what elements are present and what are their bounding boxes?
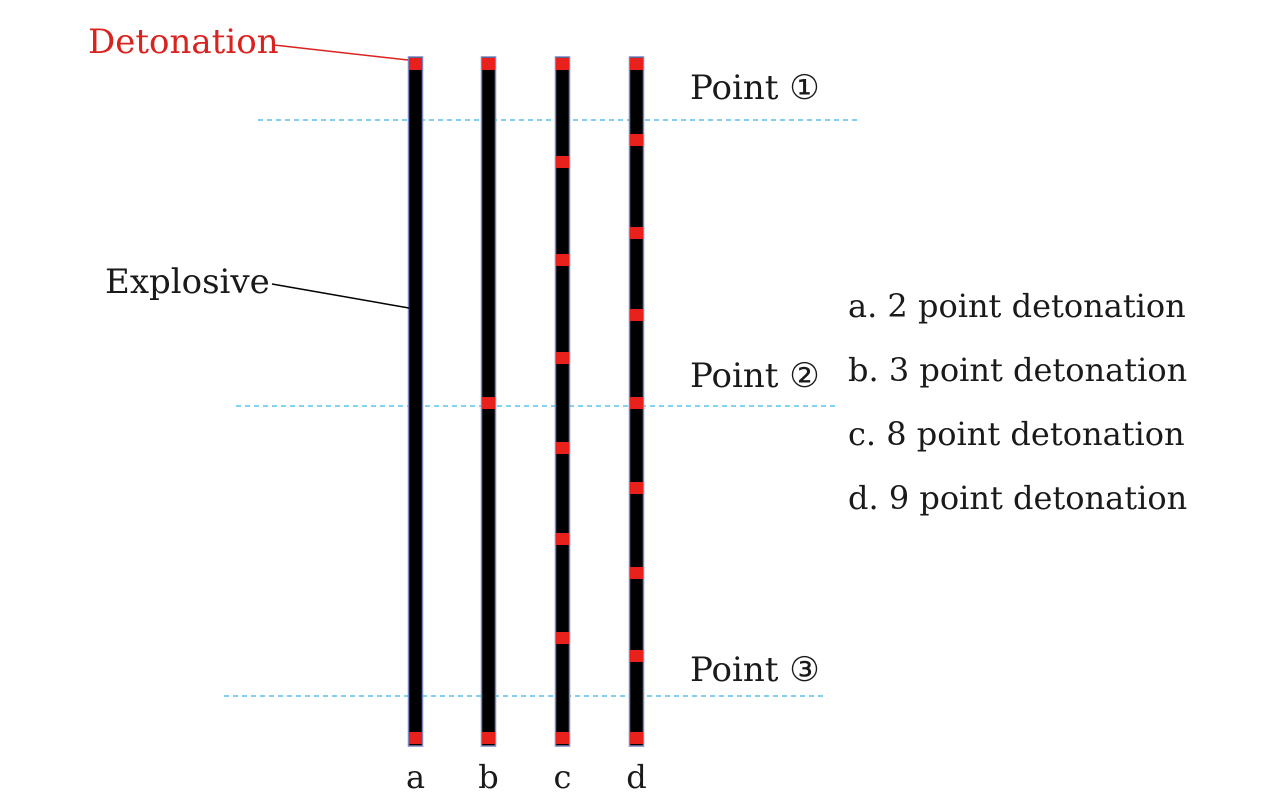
detonator-d-3 [630, 227, 643, 239]
detonator-a-1 [409, 58, 422, 70]
detonator-d-9 [630, 732, 643, 744]
detonator-d-2 [630, 134, 643, 146]
explosive-column-c [554, 56, 571, 747]
detonator-b-1 [482, 58, 495, 70]
detonator-d-5 [630, 397, 643, 409]
charge-letter-c: c [554, 758, 572, 796]
detonator-c-8 [556, 732, 569, 744]
legend-item-d: d. 9 point detonation [848, 479, 1188, 517]
explosive-columns [407, 56, 645, 747]
explosive-label: Explosive [105, 262, 270, 302]
legend-item-a: a. 2 point detonation [848, 287, 1186, 325]
detonator-d-8 [630, 650, 643, 662]
charge-letter-b: b [478, 758, 498, 796]
explosive-column-a [407, 56, 424, 747]
explosive-leader-line [271, 283, 410, 309]
explosive-bar-c [554, 56, 571, 747]
point-2-label: Point ② [690, 356, 820, 396]
explosive-bar-a [407, 56, 424, 747]
legend-item-b: b. 3 point detonation [848, 351, 1188, 389]
charge-letter-d: d [626, 758, 646, 796]
detonation-leader-line [273, 44, 409, 61]
detonation-label: Detonation [88, 22, 279, 62]
point-1-label: Point ① [690, 68, 820, 108]
explosive-column-d [628, 56, 645, 747]
detonator-c-7 [556, 632, 569, 644]
detonator-c-6 [556, 533, 569, 545]
detonation-legend: a. 2 point detonation b. 3 point detonat… [848, 284, 1187, 540]
detonator-c-1 [556, 58, 569, 70]
detonator-c-5 [556, 442, 569, 454]
detonator-b-2 [482, 397, 495, 409]
detonator-d-4 [630, 309, 643, 321]
charge-letter-a: a [406, 758, 425, 796]
detonator-b-3 [482, 732, 495, 744]
detonator-d-1 [630, 58, 643, 70]
detonator-a-2 [409, 732, 422, 744]
detonator-c-3 [556, 254, 569, 266]
detonator-c-2 [556, 156, 569, 168]
legend-item-c: c. 8 point detonation [848, 415, 1185, 453]
detonator-c-4 [556, 352, 569, 364]
detonator-d-6 [630, 482, 643, 494]
charge-letters: a b c d [406, 758, 647, 796]
explosive-column-b [480, 56, 497, 747]
detonator-d-7 [630, 567, 643, 579]
point-3-label: Point ③ [690, 650, 820, 690]
